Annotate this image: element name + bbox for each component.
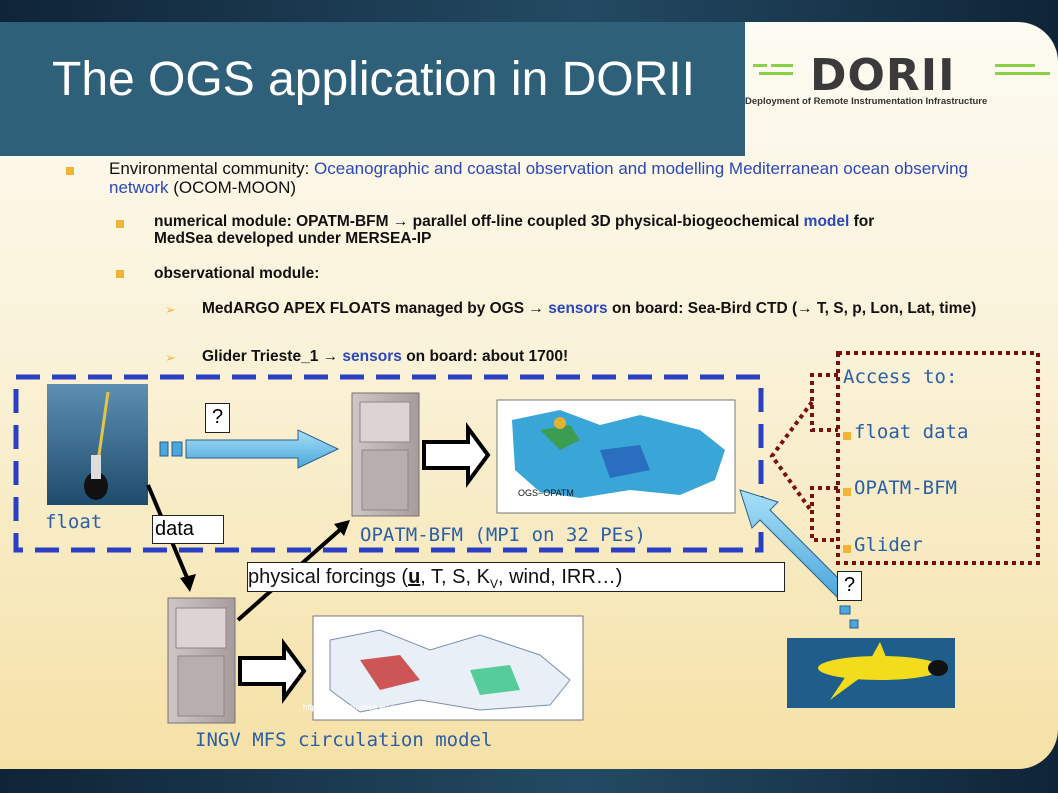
forcings-text: , T, S, K [420,566,490,588]
opatm-label: OPATM-BFM (MPI on 32 PEs) [360,524,646,546]
bullet-text: Environmental community: [109,159,315,178]
arrow-dot [849,619,859,629]
slide-title: The OGS application in DORII [52,53,695,106]
bracket-line [810,486,838,542]
logo-dash [771,64,793,67]
arrow-icon: → [528,300,544,317]
logo-dash [995,72,1050,75]
chevron-right-icon: ➢ [165,350,176,365]
ocom-moon-link[interactable]: Oceanographic and coastal observation an… [109,159,969,197]
bracket-line [810,373,838,432]
logo-word: DORII [810,50,956,101]
bullet-text: Glider Trieste_1 [202,348,323,365]
glider-to-map-arrow [739,489,851,601]
map1-caption: OGS−OPATM [518,488,574,498]
arrowhead [334,520,350,536]
processing-boundary [13,374,764,553]
forcings-text: , wind, IRR…) [497,566,623,588]
bullet-square [843,432,851,440]
access-glider[interactable]: Glider [854,534,923,556]
bullet-square [116,270,124,278]
bullet-text: (OCOM-MOON) [168,178,297,197]
hollow-arrow [238,637,307,705]
opatm-map [496,399,736,514]
access-opatm-bfm[interactable]: OPATM-BFM [854,477,957,499]
access-title: Access to: [843,366,958,388]
access-float-data[interactable]: float data [854,421,969,443]
forcings-subscript: V [489,577,498,591]
bullet-text: T, S, p, Lon, Lat, time) [812,300,977,317]
server-ingv-icon [167,597,236,724]
bullet-square [843,488,851,496]
bullet-text: numerical module: OPATM-BFM [154,213,393,230]
dorii-logo: DORII Deployment of Remote Instrumentati… [745,40,1058,120]
bullet-square [843,545,851,553]
ingv-map [312,615,584,721]
question-box: ? [837,571,862,601]
ingv-label: INGV MFS circulation model [195,729,493,751]
logo-dash [759,72,793,75]
model-link[interactable]: model [803,213,850,230]
forcings-text: physical forcings ( [248,566,409,588]
float-photo [47,384,148,505]
bullet-text: for MedSea developed under MERSEA-IP [154,213,875,247]
bullet-text: on board: about 1700! [401,348,569,365]
data-label: data [152,515,224,544]
logo-dash [995,64,1035,67]
arrow-icon: → [392,213,409,230]
hollow-arrow [422,421,491,489]
map2-caption: http://bulletin.mersea.eu.org [303,703,403,712]
bullet-text: parallel off-line coupled 3D physical-bi… [408,213,804,230]
bullet-numerical: numerical module: OPATM-BFM → parallel o… [154,213,914,247]
bullet-glider: Glider Trieste_1 → sensors on board: abo… [202,348,802,366]
float-to-server-arrow [159,429,340,469]
bullet-text: MedARGO APEX FLOATS managed by OGS [202,300,529,317]
bullet-observational: observational module: [154,265,320,282]
bracket-arrow [769,400,814,514]
access-box [836,351,1040,565]
logo-dash [753,64,767,67]
bullet-medargo: MedARGO APEX FLOATS managed by OGS → sen… [202,300,1022,317]
glider-photo [787,638,955,708]
sensors-link[interactable]: sensors [543,300,608,317]
arrowhead [180,574,196,592]
forcings-label: physical forcings (u, T, S, KV, wind, IR… [247,562,785,592]
bullet-environmental: Environmental community: Oceanographic a… [109,159,979,197]
logo-subtitle: Deployment of Remote Instrumentation Inf… [745,96,988,107]
arrow-dot [839,605,851,615]
server-opatm-icon [351,392,420,517]
bullet-square [66,167,74,175]
forcings-u: u [408,566,421,588]
question-box: ? [205,403,230,433]
arrow-icon: → [797,300,813,317]
bullet-text: on board: Sea-Bird CTD ( [607,300,798,317]
chevron-right-icon: ➢ [165,302,176,317]
float-label: float [45,511,103,533]
title-box: The OGS application in DORII [0,22,745,156]
arrow-icon: → [322,348,339,365]
sensors-link[interactable]: sensors [338,348,402,365]
bullet-square [116,220,124,228]
